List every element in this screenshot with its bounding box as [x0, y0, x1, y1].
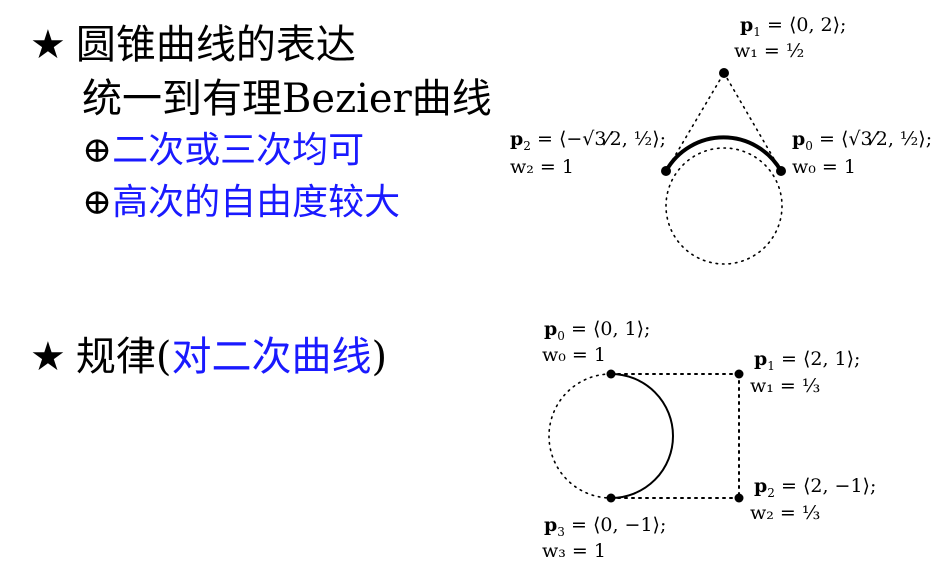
diagram2-point-p1 [734, 369, 744, 379]
section2-paren-open: ( [155, 334, 172, 380]
star-bullet-icon: ★ [30, 334, 66, 380]
diagram2-label-p0: p0 = ⟨0, 1⟩; [544, 318, 651, 343]
diagram1-weight-w1: w₁ = ½ [734, 40, 805, 62]
section1-sub1: ⊕二次或三次均可 [82, 128, 364, 174]
diagram1-point-p0 [776, 166, 786, 176]
diagram2-label-p2: p2 = ⟨2, −1⟩; [754, 475, 877, 500]
diagram2-point-p2 [734, 493, 744, 503]
diagram1-dotted-circle [665, 147, 783, 265]
diagram2-weight-w2: w₂ = ⅓ [750, 502, 821, 524]
section1-sub2-text: 高次的自由度较大 [112, 182, 401, 223]
section1-title-line2: 统一到有理Bezier曲线 [82, 76, 492, 122]
diagram2-point-p0 [606, 369, 616, 379]
diagram1-control-line-right [723, 72, 782, 172]
diagram1-label-p2: p2 = ⟨−√3⁄2, ½⟩; [510, 128, 667, 153]
diagram1-arc [664, 135, 783, 172]
diagram1-control-line-left [665, 72, 725, 172]
section2-paren-close: ) [371, 334, 388, 380]
star-bullet-icon: ★ [30, 22, 66, 68]
diagram1-figure [661, 68, 786, 265]
section2-title: 规律 [75, 334, 156, 380]
diagram1-point-p1 [719, 68, 729, 78]
diagram1-weight-w0: w₀ = 1 [792, 156, 856, 178]
section1-heading: ★圆锥曲线的表达 [30, 22, 356, 68]
diagram1-point-p2 [661, 166, 671, 176]
diagram2-point-p3 [606, 493, 616, 503]
diagram2-dotted-arc [548, 373, 612, 499]
diagram1-weight-w2: w₂ = 1 [510, 156, 574, 178]
diagram2-figure [548, 369, 744, 503]
section1-title-line1: 圆锥曲线的表达 [75, 22, 356, 68]
diagram2-label-p3: p3 = ⟨0, −1⟩; [544, 514, 667, 539]
circle-plus-icon: ⊕ [82, 182, 113, 223]
section1-sub1-text: 二次或三次均可 [112, 130, 365, 171]
diagram2-weight-w3: w₃ = 1 [542, 540, 606, 562]
circle-plus-icon: ⊕ [82, 130, 113, 171]
diagram2-weight-w0: w₀ = 1 [542, 344, 606, 366]
diagram2-weight-w1: w₁ = ⅓ [750, 375, 821, 397]
section2-paren-text: 对二次曲线 [171, 334, 372, 380]
section2-heading: ★规律(对二次曲线) [30, 334, 387, 380]
diagram1-label-p1: p1 = ⟨0, 2⟩; [740, 14, 847, 39]
diagram1-label-p0: p0 = ⟨√3⁄2, ½⟩; [792, 128, 932, 153]
section1-sub2: ⊕高次的自由度较大 [82, 180, 400, 226]
diagram2-label-p1: p1 = ⟨2, 1⟩; [754, 348, 861, 373]
diagram2-arc [610, 373, 674, 499]
